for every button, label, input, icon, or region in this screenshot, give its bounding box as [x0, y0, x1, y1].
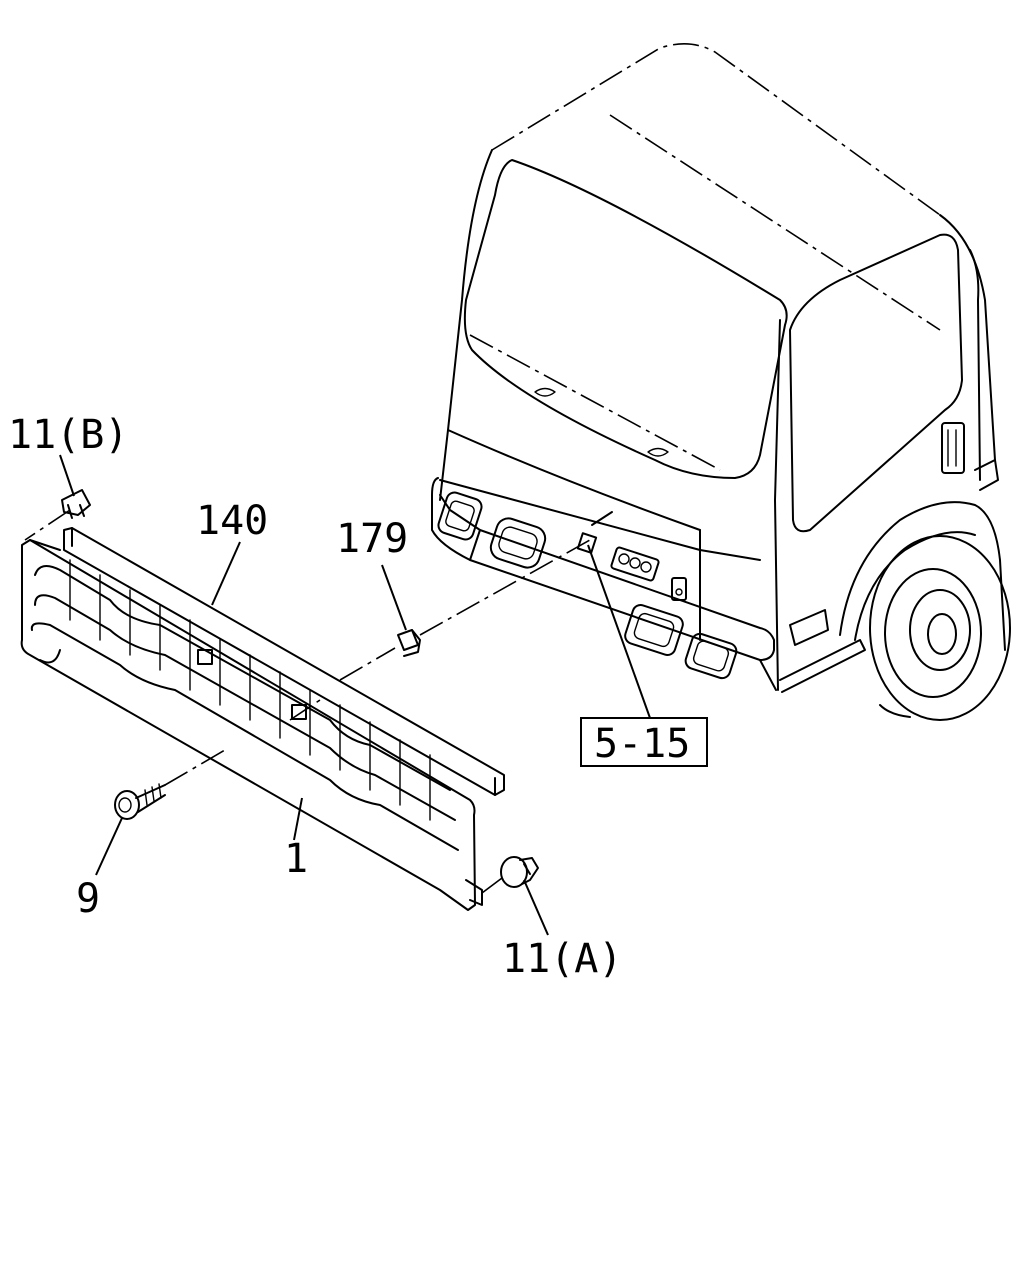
callout-11b: 11(B): [8, 412, 128, 458]
clip-11a: [500, 856, 539, 888]
callout-179: 179: [336, 516, 408, 562]
leader-lines: [59, 454, 651, 936]
callout-140: 140: [196, 498, 268, 544]
clip-nut-179: [397, 629, 421, 657]
front-grille: [20, 539, 483, 911]
truck-cab: [431, 43, 1011, 721]
callout-11a: 11(A): [502, 936, 622, 982]
screw-9: [114, 783, 166, 820]
callout-5-15: 5-15: [594, 721, 690, 767]
assembly-lines: [24, 509, 591, 894]
grille-bar: [63, 527, 505, 796]
callout-9: 9: [76, 876, 100, 922]
callout-1: 1: [284, 836, 308, 882]
callout-5-15-box: [580, 717, 708, 767]
clip-11b: [61, 489, 91, 519]
